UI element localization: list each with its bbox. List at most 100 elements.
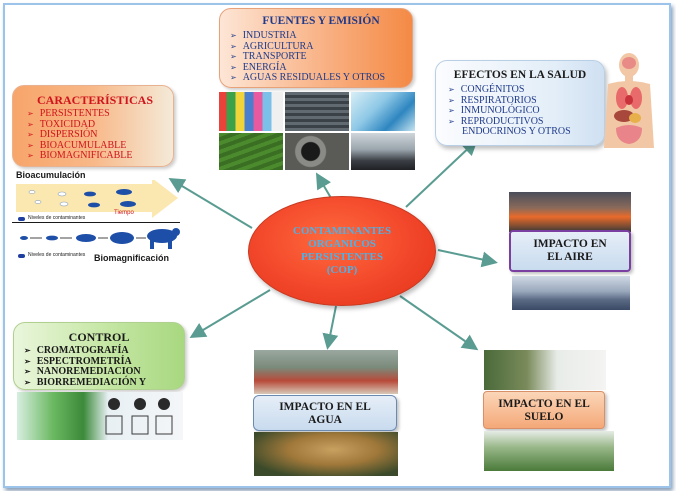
control-title: CONTROL bbox=[68, 330, 130, 344]
caracteristicas-item: ➢BIOMAGNIFICABLE bbox=[27, 150, 133, 162]
center-line-1: CONTAMINANTES bbox=[292, 225, 392, 237]
suelo-box: IMPACTO EN EL SUELO bbox=[483, 391, 605, 429]
center-line-4: (COP) bbox=[326, 264, 358, 276]
arrow-bullet-icon: ➢ bbox=[448, 95, 455, 105]
fuentes-title: FUENTES Y EMISIÓN bbox=[262, 15, 380, 27]
photo-circuit bbox=[285, 92, 349, 131]
suelo-line-2: SUELO bbox=[524, 411, 564, 423]
efectos-item: ENDOCRINOS Y OTROS bbox=[462, 126, 571, 138]
fuentes-item: ➢ENERGÍA bbox=[230, 61, 287, 73]
caracteristicas-item: ➢PERSISTENTES bbox=[27, 108, 110, 119]
niveles-label-2: Niveles de contaminantes bbox=[28, 252, 86, 258]
caracteristicas-item: ➢BIOACUMULABLE bbox=[27, 139, 127, 151]
fuentes-photo-collage bbox=[219, 92, 415, 170]
center-line-2: ORGANICOS bbox=[308, 238, 376, 250]
efectos-list: ➢CONGÉNITOS ➢RESPIRATORIOS ➢INMUNOLÓGICO… bbox=[448, 84, 604, 138]
legend-swatch bbox=[18, 254, 25, 258]
arrow-bullet-icon: ➢ bbox=[230, 62, 237, 72]
photo-pipe bbox=[285, 133, 349, 170]
fuentes-item: ➢AGRICULTURA bbox=[230, 40, 314, 52]
center-line-3: PERSISTENTES bbox=[301, 251, 383, 263]
fish-icon bbox=[28, 190, 69, 207]
arrow-to-efectos bbox=[405, 139, 478, 208]
arrow-icon bbox=[16, 180, 178, 218]
arrow-bullet-icon: ➢ bbox=[24, 346, 31, 355]
photo-bottles bbox=[219, 92, 283, 131]
efectos-box: EFECTOS EN LA SALUD ➢CONGÉNITOS ➢RESPIRA… bbox=[435, 60, 605, 146]
arrow-to-caracteristicas bbox=[168, 177, 253, 229]
control-item: ➢NANOREMEDIACION bbox=[24, 366, 141, 378]
arrow-bullet-icon: ➢ bbox=[27, 119, 34, 129]
caracteristicas-item: ➢DISPERSIÓN bbox=[27, 129, 98, 141]
niveles-label-1: Niveles de contaminantes bbox=[28, 215, 86, 221]
arrow-bullet-icon: ➢ bbox=[27, 140, 34, 150]
arrow-to-control bbox=[189, 289, 271, 339]
bio-illustration: Bioacumulación Tiempo Niveles de contami… bbox=[12, 170, 180, 270]
human-anatomy-icon bbox=[604, 53, 654, 148]
arrow-bullet-icon: ➢ bbox=[448, 116, 455, 126]
caracteristicas-item: ➢TOXICIDAD bbox=[27, 118, 96, 130]
fish-icon bbox=[20, 232, 134, 244]
biomagnificacion-label: Biomagnificación bbox=[94, 253, 170, 263]
arrow-to-aire bbox=[437, 249, 498, 268]
arrow-bullet-icon: ➢ bbox=[27, 109, 34, 118]
arrow-to-agua bbox=[322, 305, 339, 350]
polar-bear-icon bbox=[147, 228, 180, 249]
agua-box: IMPACTO EN EL AGUA bbox=[253, 395, 397, 431]
control-box: CONTROL ➢CROMATOGRAFÍA ➢ESPECTROMETRÍA ➢… bbox=[13, 322, 185, 390]
aire-box: IMPACTO EN EL AIRE bbox=[509, 230, 631, 272]
bioacumulacion-label: Bioacumulación bbox=[16, 170, 86, 180]
control-item: ➢CROMATOGRAFÍA bbox=[24, 345, 129, 356]
control-item: ➢ESPECTROMETRÍA bbox=[24, 355, 132, 367]
fuentes-item: ➢AGUAS RESIDUALES Y OTROS bbox=[230, 72, 386, 84]
arrow-bullet-icon: ➢ bbox=[230, 73, 237, 83]
arrow-bullet-icon: ➢ bbox=[230, 52, 237, 62]
tiempo-label: Tiempo bbox=[114, 210, 134, 216]
center-node: CONTAMINANTES ORGANICOS PERSISTENTES (CO… bbox=[248, 196, 436, 306]
suelo-photo-bottom bbox=[484, 431, 614, 471]
arrow-bullet-icon: ➢ bbox=[24, 367, 31, 377]
control-list: ➢CROMATOGRAFÍA ➢ESPECTROMETRÍA ➢NANOREME… bbox=[24, 345, 184, 388]
lab-beakers-graphic bbox=[105, 398, 173, 435]
agua-photo-bottom bbox=[254, 432, 398, 476]
arrow-to-suelo bbox=[399, 295, 479, 351]
fuentes-item: ➢TRANSPORTE bbox=[230, 51, 307, 63]
efectos-item: ➢RESPIRATORIOS bbox=[448, 94, 537, 106]
arrow-bullet-icon: ➢ bbox=[27, 130, 34, 140]
aire-photo-bottom bbox=[512, 276, 630, 310]
agua-line-1: IMPACTO EN EL bbox=[279, 401, 371, 413]
control-photo bbox=[17, 392, 183, 440]
fuentes-box: FUENTES Y EMISIÓN ➢INDUSTRIA ➢AGRICULTUR… bbox=[219, 8, 413, 88]
bioacumulacion-graphic bbox=[16, 180, 178, 218]
control-item: ➢BIORREMEDIACIÓN Y bbox=[24, 376, 147, 388]
legend-swatch bbox=[18, 217, 25, 221]
suelo-line-1: IMPACTO EN EL bbox=[498, 398, 590, 410]
arrow-bullet-icon: ➢ bbox=[448, 85, 455, 94]
fuentes-item: ➢INDUSTRIA bbox=[230, 30, 297, 41]
biomagnificacion-graphic bbox=[20, 228, 180, 249]
aire-photo-top bbox=[509, 192, 631, 232]
agua-photo-top bbox=[254, 350, 398, 394]
divider bbox=[12, 222, 180, 223]
aire-line-1: IMPACTO EN bbox=[533, 238, 607, 250]
efectos-item: ➢INMUNOLÓGICO bbox=[448, 105, 540, 117]
arrow-bullet-icon: ➢ bbox=[27, 151, 34, 161]
arrow-to-fuentes bbox=[315, 172, 332, 199]
efectos-item: ➢REPRODUCTIVOS bbox=[448, 115, 544, 127]
arrow-bullet-icon: ➢ bbox=[448, 106, 455, 116]
fuentes-list: ➢INDUSTRIA ➢AGRICULTURA ➢TRANSPORTE ➢ENE… bbox=[230, 30, 412, 84]
arrow-bullet-icon: ➢ bbox=[230, 31, 237, 40]
efectos-item: ➢CONGÉNITOS bbox=[448, 84, 525, 95]
photo-lab bbox=[351, 92, 415, 131]
caracteristicas-title: CARACTERÍSTICAS bbox=[36, 93, 154, 107]
arrow-bullet-icon: ➢ bbox=[24, 377, 31, 387]
photo-smokestacks bbox=[351, 133, 415, 170]
fish-icon bbox=[84, 189, 136, 208]
suelo-photo-top bbox=[484, 350, 606, 390]
arrow-bullet-icon: ➢ bbox=[230, 41, 237, 51]
caracteristicas-list: ➢PERSISTENTES ➢TOXICIDAD ➢DISPERSIÓN ➢BI… bbox=[27, 108, 173, 162]
caracteristicas-box: CARACTERÍSTICAS ➢PERSISTENTES ➢TOXICIDAD… bbox=[12, 85, 174, 167]
aire-line-2: EL AIRE bbox=[547, 251, 593, 263]
photo-fields bbox=[219, 133, 283, 170]
